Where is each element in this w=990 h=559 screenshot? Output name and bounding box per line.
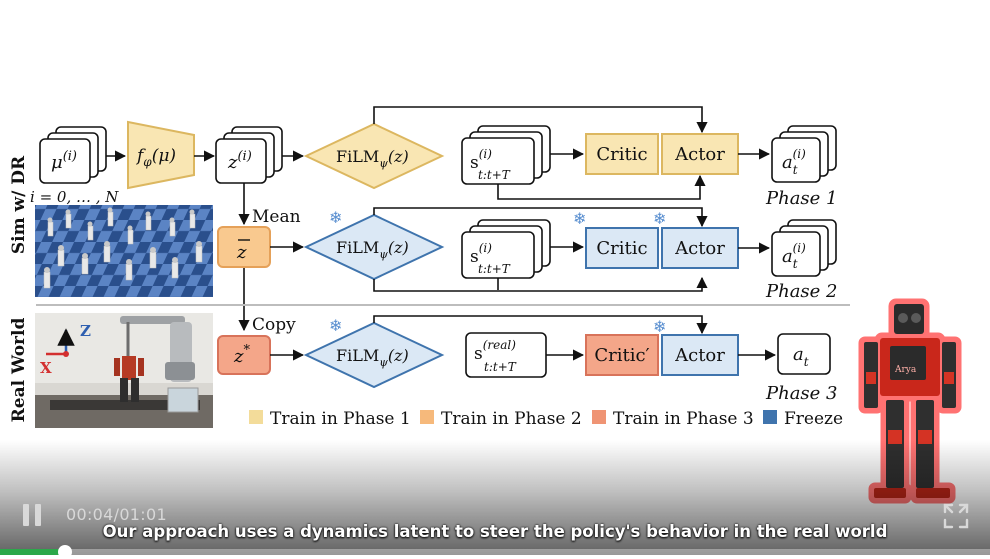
z-bar-box: z <box>217 226 271 268</box>
svg-text:FiLMψ(z): FiLMψ(z) <box>336 238 409 261</box>
freeze-icon: ❄ <box>653 317 666 336</box>
freeze-icon: ❄ <box>329 208 342 227</box>
mu-superscript: (i) <box>63 149 77 164</box>
fullscreen-button[interactable] <box>942 502 970 530</box>
critic-phase1: Critic <box>585 133 659 175</box>
svg-text:μ(i): μ(i) <box>51 149 77 173</box>
actor-phase2: Actor <box>661 227 739 269</box>
phase1-label: Phase 1 <box>765 188 838 209</box>
svg-text:s(real): s(real) <box>474 338 516 364</box>
robot-mascot: Arya <box>858 298 962 504</box>
legend-label: Train in Phase 3 <box>613 409 754 429</box>
phase2-label: Phase 2 <box>765 281 838 302</box>
action-box-real: at <box>777 333 831 375</box>
legend-label: Train in Phase 1 <box>270 409 411 429</box>
real-world-image: Z X <box>35 313 213 428</box>
row-label-real: Real World <box>9 318 29 423</box>
svg-text:s(i): s(i) <box>470 241 492 267</box>
pause-icon <box>35 504 41 526</box>
svg-text:Actor: Actor <box>674 238 725 259</box>
legend: Train in Phase 1 Train in Phase 2 Train … <box>249 409 843 429</box>
progress-bar[interactable] <box>0 545 990 559</box>
state-box-real: s(real) t:t+T <box>465 332 547 378</box>
svg-text:z(i): z(i) <box>227 149 252 173</box>
phase3-label: Phase 3 <box>765 383 838 404</box>
svg-text:Critic′: Critic′ <box>594 345 649 366</box>
row-label-sim: Sim w/ DR <box>9 155 29 254</box>
axis-z-label: Z <box>80 322 91 340</box>
freeze-icon: ❄ <box>653 209 666 228</box>
current-time: 00:04 <box>66 505 114 524</box>
mean-label: Mean <box>252 207 301 227</box>
subtitle-caption: Our approach uses a dynamics latent to s… <box>102 522 888 541</box>
progress-scrubber[interactable] <box>58 545 73 559</box>
actor-phase1: Actor <box>661 133 739 175</box>
svg-text:t:t+T: t:t+T <box>484 360 517 374</box>
encoder-f-phi: fφ(μ) <box>127 120 195 190</box>
svg-text:FiLMψ(z): FiLMψ(z) <box>336 346 409 369</box>
svg-text:at(i): at(i) <box>782 241 806 271</box>
freeze-icon: ❄ <box>329 316 342 335</box>
critic-phase3: Critic′ <box>585 334 659 376</box>
svg-text:at: at <box>793 344 809 369</box>
actor-phase3: Actor <box>661 334 739 376</box>
progress-fill <box>0 549 66 555</box>
pause-button[interactable] <box>20 502 46 528</box>
svg-text:Critic: Critic <box>596 238 647 259</box>
mu-stack: μ(i) <box>39 126 107 184</box>
simulation-image <box>35 205 213 297</box>
z-star-box: z* <box>217 335 271 375</box>
action-stack-phase1: at(i) <box>771 125 837 183</box>
state-stack-phase2: s(i) t:t+T <box>461 219 551 279</box>
mu-symbol: μ <box>51 152 63 173</box>
playback-time: 00:04/01:01 <box>66 505 167 524</box>
svg-text:z: z <box>236 242 247 263</box>
svg-text:Actor: Actor <box>674 345 725 366</box>
copy-label: Copy <box>252 315 296 335</box>
fullscreen-icon <box>943 503 969 529</box>
duration: 01:01 <box>119 505 167 524</box>
film-phase2: FiLMψ(z) <box>303 213 445 281</box>
svg-text:t:t+T: t:t+T <box>478 168 511 182</box>
film-phase1: FiLMψ(z) <box>303 122 445 190</box>
svg-text:FiLMψ(z): FiLMψ(z) <box>336 147 409 170</box>
svg-text:z*: z* <box>233 343 250 367</box>
index-range-label: i = 0, … , N <box>30 188 119 206</box>
film-phase3: FiLMψ(z) <box>303 321 445 389</box>
freeze-icon: ❄ <box>573 209 586 228</box>
z-latent-stack: z(i) <box>215 126 283 184</box>
legend-label: Freeze <box>784 409 843 429</box>
svg-text:Actor: Actor <box>674 144 725 165</box>
svg-text:Arya: Arya <box>894 365 917 375</box>
svg-text:t:t+T: t:t+T <box>478 262 511 276</box>
svg-text:at(i): at(i) <box>782 147 806 177</box>
critic-phase2: Critic <box>585 227 659 269</box>
action-stack-phase2: at(i) <box>771 219 837 277</box>
svg-text:Critic: Critic <box>596 144 647 165</box>
svg-text:fφ(μ): fφ(μ) <box>135 146 176 169</box>
axis-x-label: X <box>40 359 52 377</box>
svg-text:s(i): s(i) <box>470 147 492 173</box>
state-stack-phase1: s(i) t:t+T <box>461 125 551 185</box>
pause-icon <box>23 504 29 526</box>
legend-label: Train in Phase 2 <box>441 409 582 429</box>
